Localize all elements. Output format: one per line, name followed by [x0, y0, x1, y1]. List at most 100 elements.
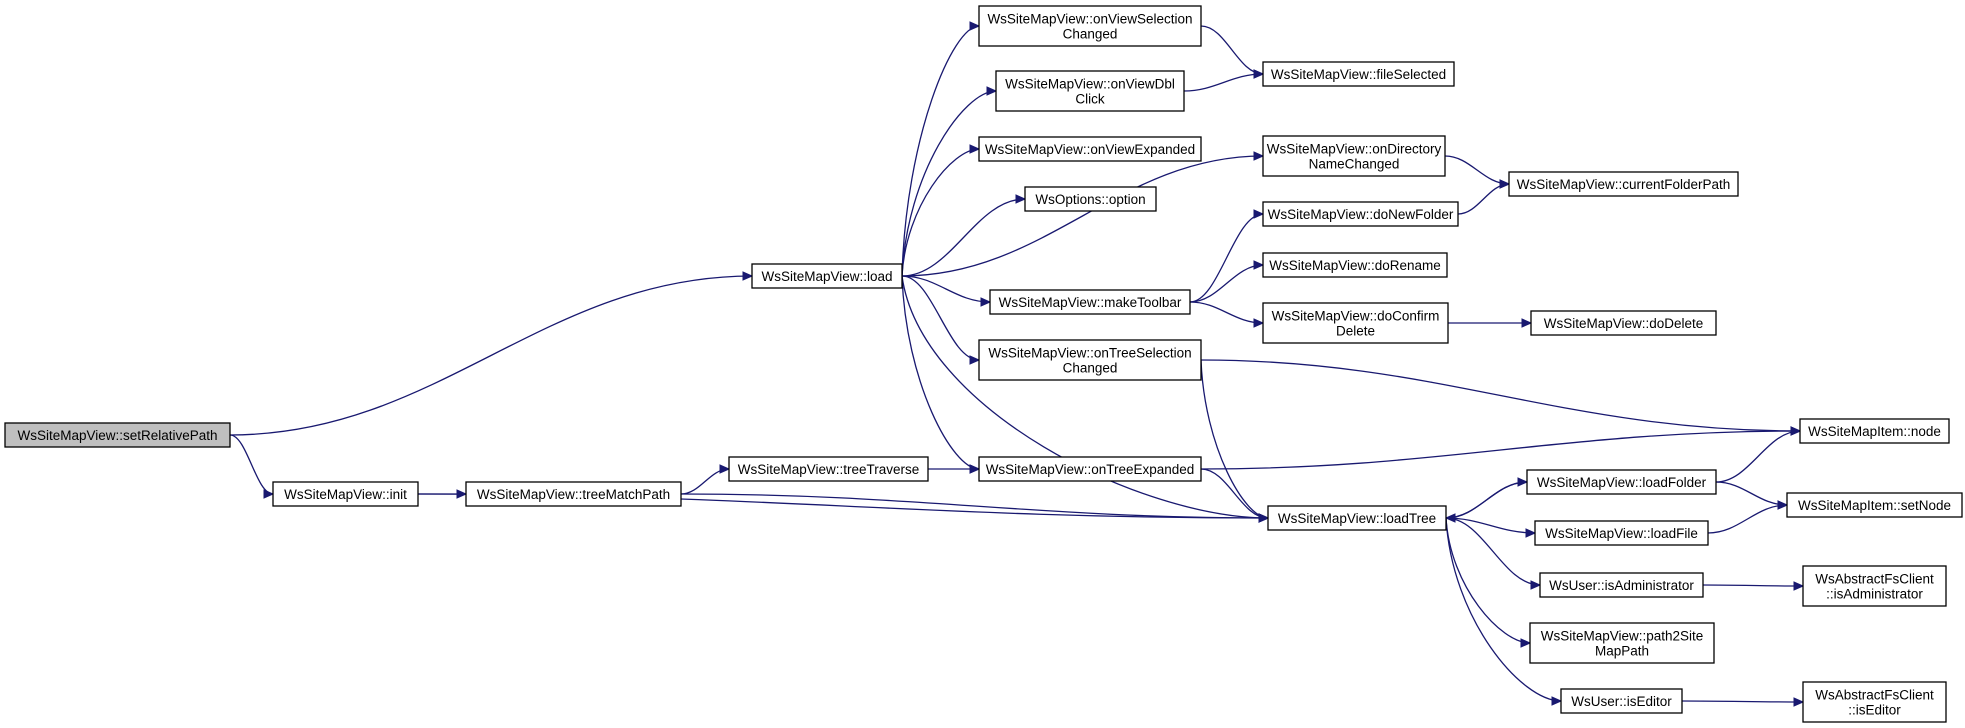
node-label: WsSiteMapView::doNewFolder: [1268, 207, 1454, 222]
node-box: [1560, 688, 1683, 714]
arrow-head-icon: [986, 86, 998, 96]
node-label: WsSiteMapView::doRename: [1269, 258, 1441, 273]
graph-node-treeMatchPath[interactable]: WsSiteMapView::treeMatchPath: [465, 481, 682, 507]
graph-node-onTreeExpanded[interactable]: WsSiteMapView::onTreeExpanded: [978, 456, 1202, 482]
arrow-head-icon: [1793, 581, 1805, 591]
node-box: [1262, 252, 1448, 278]
graph-node-fsIsAdministrator[interactable]: WsAbstractFsClient::isAdministrator: [1802, 565, 1947, 607]
graph-node-init[interactable]: WsSiteMapView::init: [272, 481, 419, 507]
edge-loadFolder-to-node: [1715, 426, 1802, 483]
edge-line: [1702, 584, 1804, 587]
node-label: Changed: [1063, 361, 1118, 376]
edge-setRelativePath-to-load: [229, 271, 754, 436]
graph-node-doRename[interactable]: WsSiteMapView::doRename: [1262, 252, 1448, 278]
graph-node-userIsAdministrator[interactable]: WsUser::isAdministrator: [1539, 572, 1704, 598]
edge-line: [680, 493, 1269, 519]
graph-node-loadFolder[interactable]: WsSiteMapView::loadFolder: [1526, 469, 1717, 495]
node-box: [978, 339, 1202, 381]
arrow-head-icon: [1258, 513, 1270, 523]
graph-node-doNewFolder[interactable]: WsSiteMapView::doNewFolder: [1262, 201, 1459, 227]
node-label: NameChanged: [1309, 157, 1400, 172]
graph-node-setNode[interactable]: WsSiteMapItem::setNode: [1786, 492, 1963, 518]
edge-load-to-onTreeSelectionChanged: [901, 275, 981, 365]
graph-node-option[interactable]: WsOptions::option: [1024, 186, 1157, 212]
edge-userIsAdministrator-to-fsIsAdministrator: [1702, 581, 1805, 591]
edge-line: [229, 275, 753, 436]
node-box: [989, 289, 1191, 315]
node-box: [1799, 418, 1950, 444]
edge-line: [680, 468, 730, 495]
graph-node-loadTree[interactable]: WsSiteMapView::loadTree: [1267, 505, 1447, 531]
edge-loadFile-to-setNode: [1707, 500, 1789, 534]
edge-line: [1445, 517, 1541, 586]
node-label: WsSiteMapView::treeTraverse: [738, 462, 920, 477]
edge-makeToolbar-to-doNewFolder: [1189, 209, 1265, 303]
graph-node-treeTraverse[interactable]: WsSiteMapView::treeTraverse: [728, 456, 929, 482]
node-label: ::isEditor: [1848, 703, 1901, 718]
graph-node-doDelete[interactable]: WsSiteMapView::doDelete: [1530, 310, 1717, 336]
edge-line: [1189, 264, 1264, 303]
graph-node-setRelativePath[interactable]: WsSiteMapView::setRelativePath: [4, 422, 231, 448]
edge-line: [901, 90, 997, 277]
node-label: WsSiteMapView::load: [761, 269, 892, 284]
edges-layer: [229, 21, 1805, 707]
edge-onTreeSelectionChanged-to-node: [1200, 359, 1802, 436]
edge-line: [901, 148, 980, 277]
node-label: WsSiteMapView::treeMatchPath: [477, 487, 670, 502]
graph-node-fileSelected[interactable]: WsSiteMapView::fileSelected: [1262, 61, 1455, 87]
node-label: WsSiteMapView::fileSelected: [1271, 67, 1446, 82]
edge-line: [1189, 213, 1264, 303]
graph-node-onViewExpanded[interactable]: WsSiteMapView::onViewExpanded: [978, 136, 1202, 162]
arrow-head-icon: [1253, 318, 1265, 328]
arrow-head-icon: [1499, 179, 1511, 189]
node-label: WsSiteMapView::onViewExpanded: [985, 142, 1195, 157]
graph-node-fsIsEditor[interactable]: WsAbstractFsClient::isEditor: [1802, 681, 1947, 723]
node-box: [1262, 302, 1449, 344]
edge-load-to-makeToolbar: [901, 275, 992, 307]
node-box: [4, 422, 231, 448]
node-box: [1262, 61, 1455, 87]
graph-node-load[interactable]: WsSiteMapView::load: [751, 263, 903, 289]
edge-line: [1445, 517, 1536, 534]
graph-node-node[interactable]: WsSiteMapItem::node: [1799, 418, 1950, 444]
node-label: WsSiteMapView::onTreeExpanded: [986, 462, 1195, 477]
graph-node-userIsEditor[interactable]: WsUser::isEditor: [1560, 688, 1683, 714]
node-label: WsUser::isAdministrator: [1549, 578, 1694, 593]
node-label: WsSiteMapView::doDelete: [1544, 316, 1704, 331]
edge-userIsEditor-to-fsIsEditor: [1681, 697, 1805, 707]
arrow-head-icon: [1015, 194, 1027, 204]
edge-line: [1445, 517, 1531, 644]
node-label: WsSiteMapView::init: [284, 487, 407, 502]
graph-node-makeToolbar[interactable]: WsSiteMapView::makeToolbar: [989, 289, 1191, 315]
node-box: [1508, 171, 1739, 197]
graph-node-currentFolderPath[interactable]: WsSiteMapView::currentFolderPath: [1508, 171, 1739, 197]
arrow-head-icon: [969, 464, 981, 474]
node-label: WsAbstractFsClient: [1815, 572, 1934, 587]
edge-line: [1681, 700, 1804, 703]
graph-node-loadFile[interactable]: WsSiteMapView::loadFile: [1534, 520, 1709, 546]
arrow-head-icon: [969, 144, 981, 154]
edge-line: [1445, 517, 1562, 702]
edge-doNewFolder-to-currentFolderPath: [1457, 179, 1511, 215]
node-box: [272, 481, 419, 507]
node-label: WsSiteMapView::onViewSelection: [987, 12, 1192, 27]
arrow-head-icon: [969, 21, 981, 31]
node-box: [1024, 186, 1157, 212]
edge-onTreeExpanded-to-loadTree: [1200, 468, 1270, 523]
arrow-head-icon: [1520, 638, 1532, 648]
arrow-head-icon: [1551, 696, 1563, 706]
edge-makeToolbar-to-doConfirmDelete: [1189, 301, 1265, 328]
arrow-head-icon: [969, 355, 981, 365]
edge-line: [901, 155, 1264, 277]
node-box: [1539, 572, 1704, 598]
node-label: WsSiteMapView::doConfirm: [1272, 309, 1440, 324]
edge-line: [901, 275, 980, 470]
node-box: [465, 481, 682, 507]
